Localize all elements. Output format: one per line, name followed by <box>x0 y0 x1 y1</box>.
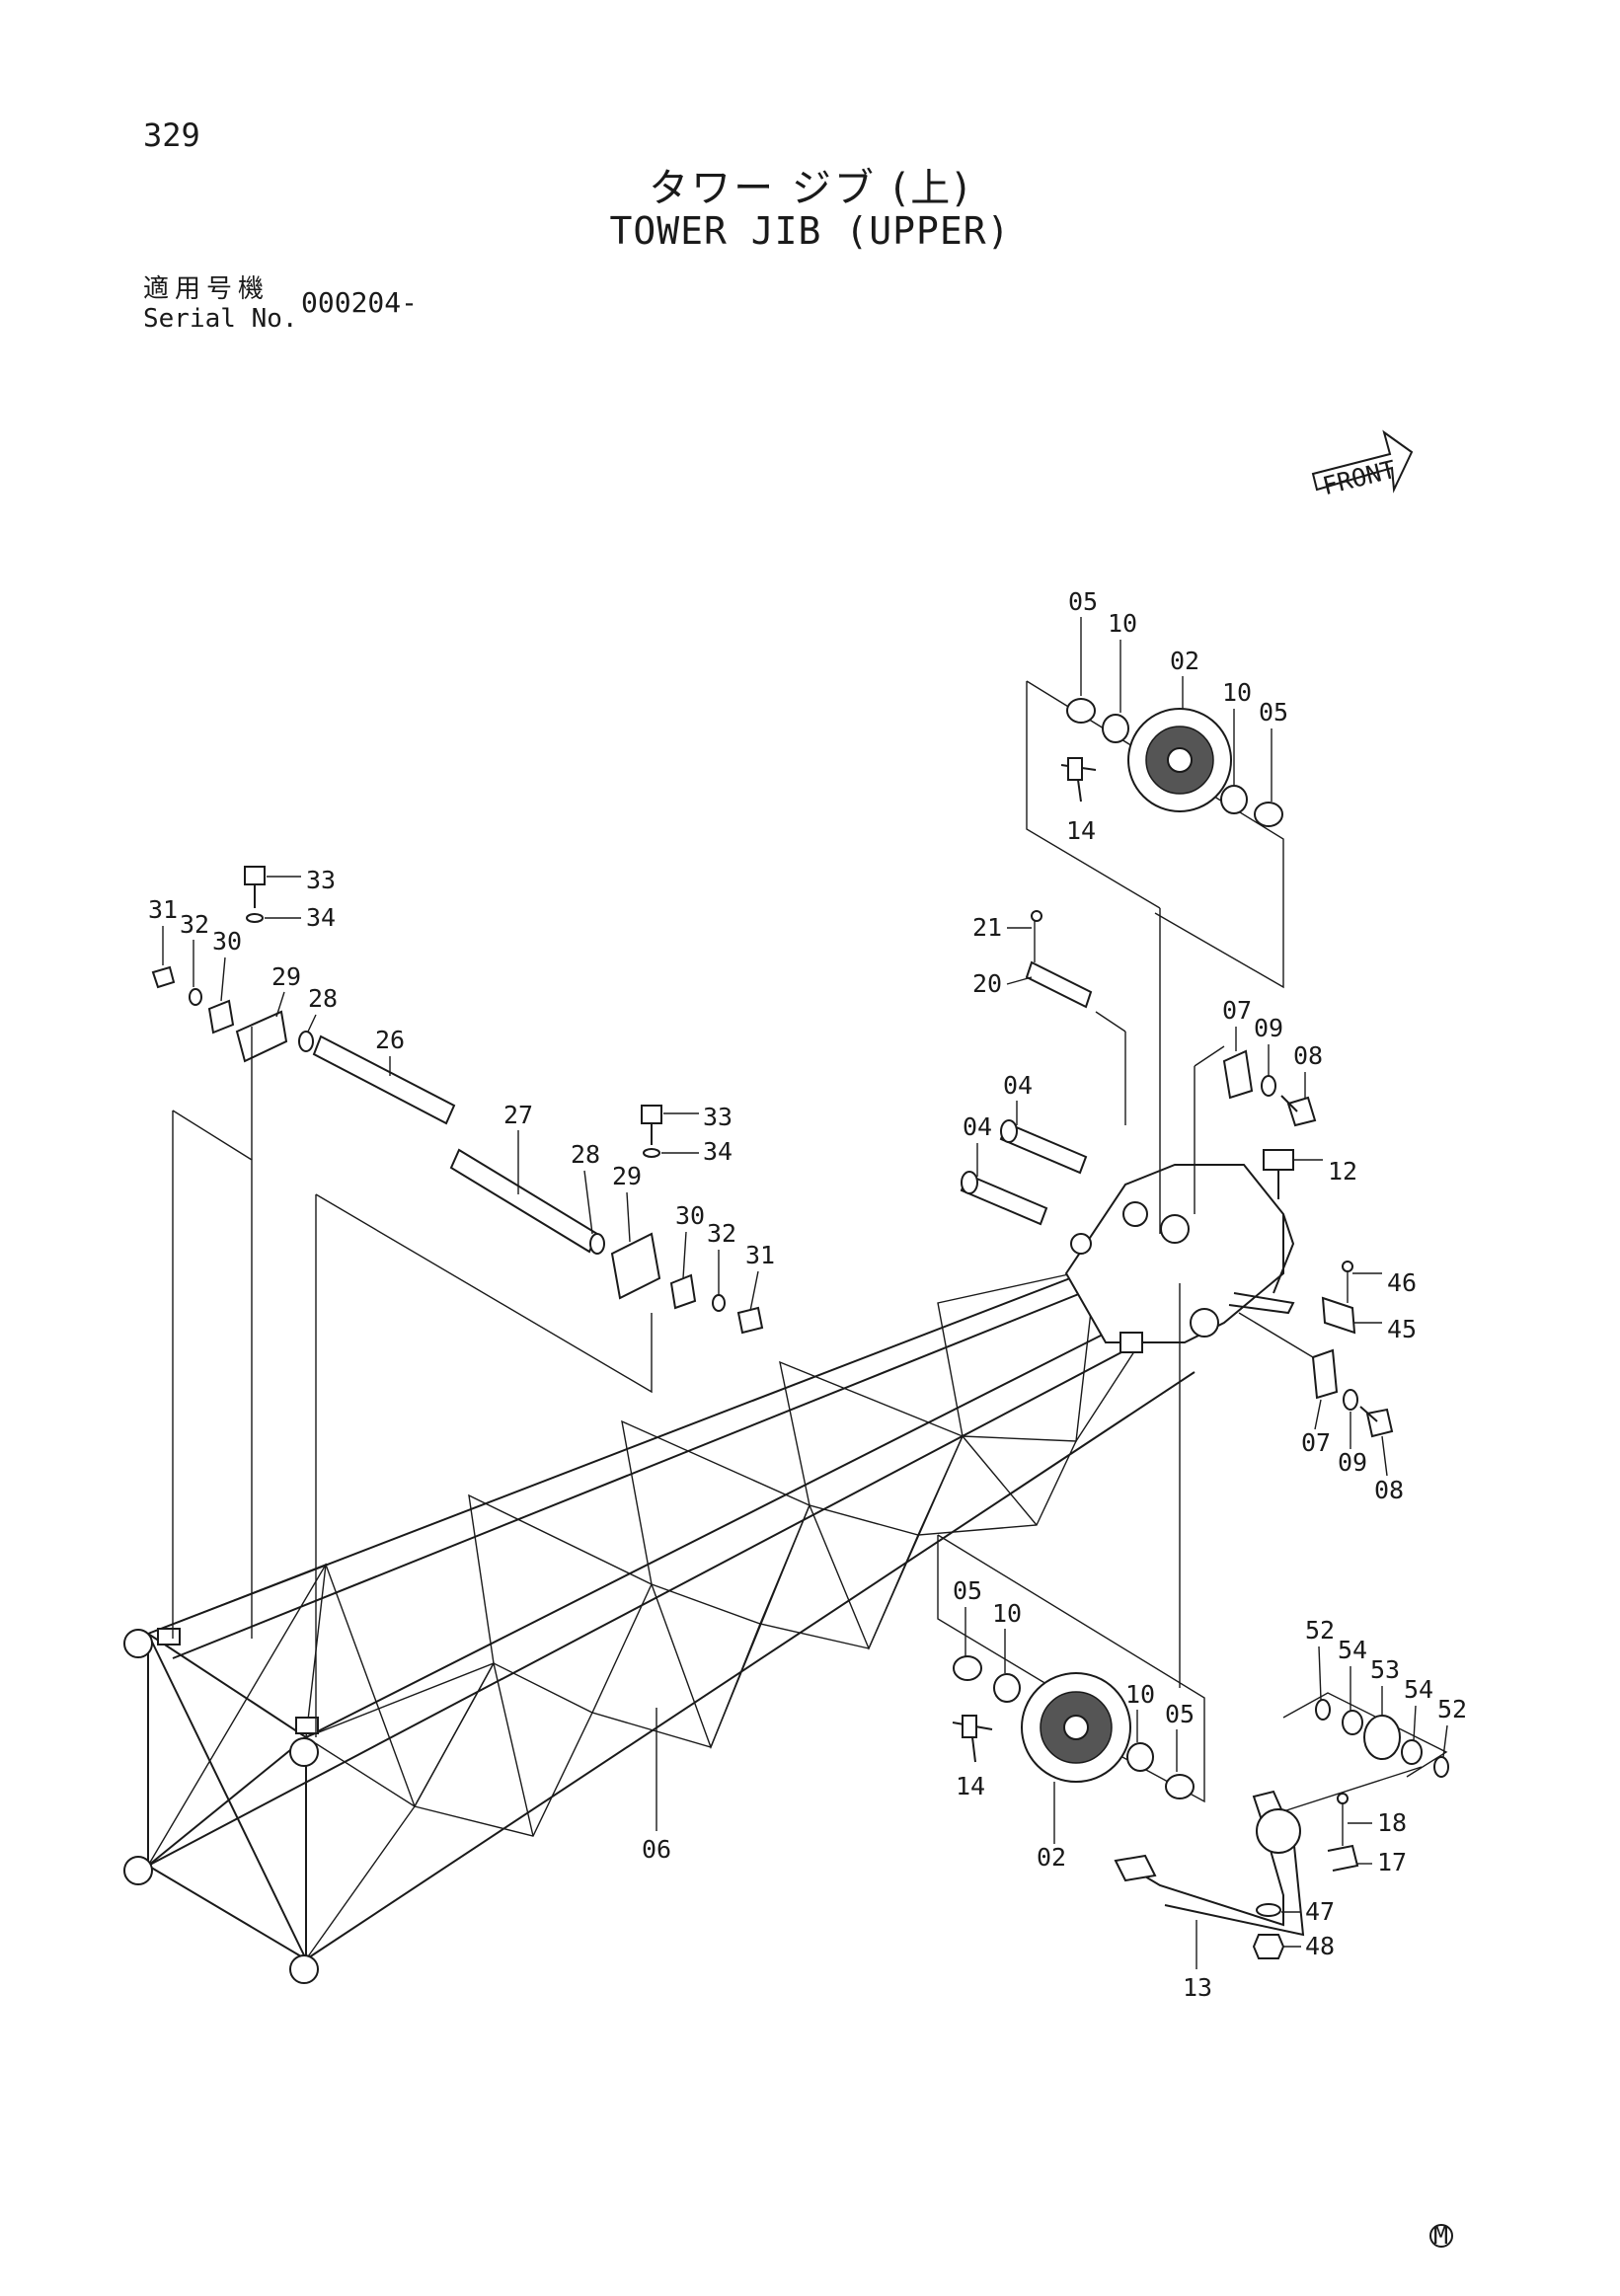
callout-10: 10 <box>1222 678 1252 707</box>
callout-06: 06 <box>642 1835 671 1864</box>
callout-labels: 05 10 02 10 05 14 21 20 07 09 08 04 04 <box>148 587 1467 2002</box>
callout-30: 30 <box>212 927 242 956</box>
callout-31: 31 <box>745 1241 775 1269</box>
corner-mark-letter: M <box>1433 2221 1448 2250</box>
callout-30: 30 <box>675 1201 705 1230</box>
callout-54: 54 <box>1338 1636 1367 1664</box>
butt-end-pins-group <box>151 866 764 1737</box>
lattice-jib-structure <box>123 1267 1196 1984</box>
callout-32: 32 <box>707 1219 736 1248</box>
callout-48: 48 <box>1305 1932 1335 1960</box>
callout-10: 10 <box>1125 1680 1155 1709</box>
page-title-japanese: タワー ジブ (上) <box>649 166 971 211</box>
callout-33: 33 <box>703 1103 733 1131</box>
callout-14: 14 <box>1066 816 1096 845</box>
callout-53: 53 <box>1370 1655 1400 1684</box>
callout-29: 29 <box>271 962 301 991</box>
callout-05: 05 <box>953 1576 982 1605</box>
page-title-english: TOWER JIB (UPPER) <box>609 209 1011 253</box>
callout-47: 47 <box>1305 1897 1335 1926</box>
serial-label-english: Serial No. <box>143 304 298 334</box>
callout-04: 04 <box>963 1112 992 1141</box>
callout-05: 05 <box>1165 1700 1195 1728</box>
callout-52: 52 <box>1437 1695 1467 1723</box>
callout-09: 09 <box>1254 1014 1283 1042</box>
callout-08: 08 <box>1374 1476 1404 1504</box>
top-sheave-assembly <box>1026 680 1284 1234</box>
callout-02: 02 <box>1037 1843 1066 1872</box>
callout-28: 28 <box>571 1140 600 1169</box>
callout-45: 45 <box>1387 1315 1417 1343</box>
callout-18: 18 <box>1377 1808 1407 1837</box>
callout-27: 27 <box>503 1101 533 1129</box>
callout-14: 14 <box>956 1772 985 1800</box>
callout-21: 21 <box>972 913 1002 942</box>
callout-33: 33 <box>306 866 336 894</box>
bottom-sheave-assembly <box>937 1283 1205 1803</box>
callout-10: 10 <box>992 1599 1022 1628</box>
front-arrow-icon: FRONT <box>1311 429 1414 500</box>
callout-46: 46 <box>1387 1268 1417 1297</box>
serial-number-value: 000204- <box>301 286 419 319</box>
callout-54: 54 <box>1404 1675 1433 1704</box>
callout-28: 28 <box>308 984 338 1013</box>
callout-02: 02 <box>1170 647 1199 675</box>
hinge-pins-group <box>960 910 1394 1438</box>
callout-07: 07 <box>1301 1428 1331 1457</box>
callout-07: 07 <box>1222 996 1252 1025</box>
callout-05: 05 <box>1068 587 1098 616</box>
callout-17: 17 <box>1377 1848 1407 1876</box>
callout-34: 34 <box>703 1137 733 1166</box>
callout-20: 20 <box>972 969 1002 998</box>
callout-29: 29 <box>612 1162 642 1190</box>
callout-13: 13 <box>1183 1973 1212 2002</box>
rope-guide-roller-assembly <box>1114 1692 1449 1959</box>
callout-04: 04 <box>1003 1071 1033 1100</box>
callout-10: 10 <box>1108 609 1137 638</box>
callout-09: 09 <box>1338 1448 1367 1477</box>
callout-26: 26 <box>375 1026 405 1054</box>
callout-34: 34 <box>306 903 336 932</box>
callout-05: 05 <box>1259 698 1288 727</box>
serial-label-japanese: 適用号機 <box>143 274 270 304</box>
callout-12: 12 <box>1328 1157 1357 1186</box>
page-number: 329 <box>143 116 200 154</box>
corner-mark-icon: M <box>1429 2221 1453 2250</box>
callout-32: 32 <box>180 910 209 939</box>
callout-31: 31 <box>148 895 178 924</box>
callout-08: 08 <box>1293 1041 1323 1070</box>
jib-head-bracket <box>1064 1164 1295 1353</box>
callout-52: 52 <box>1305 1616 1335 1645</box>
